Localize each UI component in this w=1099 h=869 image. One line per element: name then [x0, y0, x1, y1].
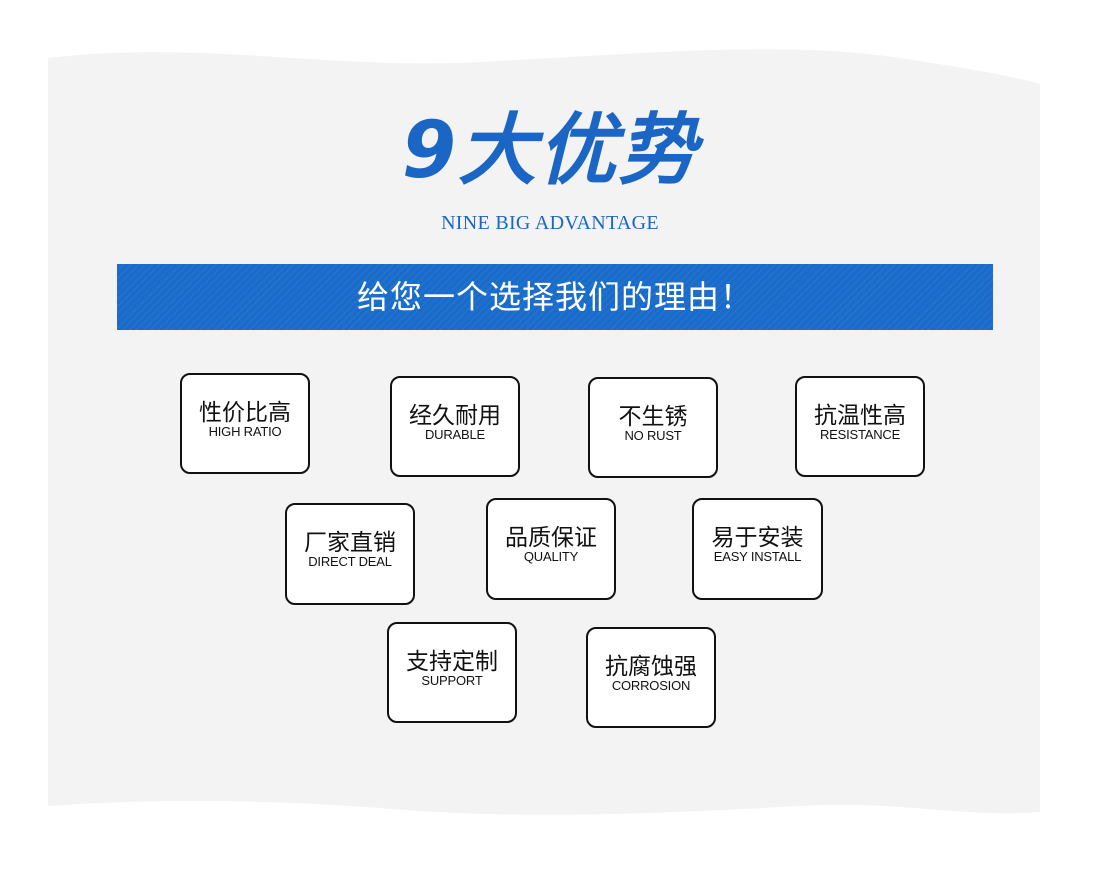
advantage-label-cn: 厂家直销 — [304, 530, 396, 556]
advantage-label-en: CORROSION — [611, 678, 691, 694]
advantage-label-en: EASY INSTALL — [713, 549, 802, 565]
advantage-card-quality: 品质保证 QUALITY — [486, 498, 616, 600]
advantage-label-cn: 性价比高 — [199, 400, 291, 426]
advantage-label-en: HIGH RATIO — [208, 424, 282, 440]
advantage-card-corrosion: 抗腐蚀强 CORROSION — [586, 627, 716, 728]
advantage-label-cn: 易于安装 — [711, 525, 804, 551]
advantage-label-en: QUALITY — [523, 549, 579, 565]
advantage-label-en: NO RUST — [624, 428, 682, 444]
advantage-card-support: 支持定制 SUPPORT — [387, 622, 517, 723]
advantage-card-no-rust: 不生锈 NO RUST — [588, 377, 718, 478]
advantage-card-direct-deal: 厂家直销 DIRECT DEAL — [285, 503, 415, 605]
reason-banner: 给您一个选择我们的理由！ — [117, 264, 993, 330]
advantage-label-en: RESISTANCE — [819, 427, 901, 443]
advantage-label-cn: 抗腐蚀强 — [605, 654, 697, 680]
advantage-label-en: SUPPORT — [421, 673, 483, 689]
advantage-label-cn: 抗温性高 — [814, 403, 906, 429]
advantage-card-resistance: 抗温性高 RESISTANCE — [795, 376, 925, 477]
advantage-label-cn: 经久耐用 — [409, 403, 501, 429]
advantage-card-durable: 经久耐用 DURABLE — [390, 376, 520, 477]
advantage-card-easy-install: 易于安装 EASY INSTALL — [692, 498, 823, 600]
advantage-card-high-ratio: 性价比高 HIGH RATIO — [180, 373, 310, 474]
banner-text: 给您一个选择我们的理由！ — [356, 278, 753, 316]
headline-title: 9大优势 — [401, 106, 699, 196]
advantage-label-cn: 支持定制 — [406, 649, 498, 675]
advantage-label-en: DIRECT DEAL — [308, 554, 392, 570]
advantage-label-cn: 品质保证 — [505, 525, 597, 551]
headline-subtitle: NINE BIG ADVANTAGE — [441, 212, 659, 234]
advantage-label-en: DURABLE — [424, 427, 485, 443]
advantage-label-cn: 不生锈 — [618, 404, 688, 430]
